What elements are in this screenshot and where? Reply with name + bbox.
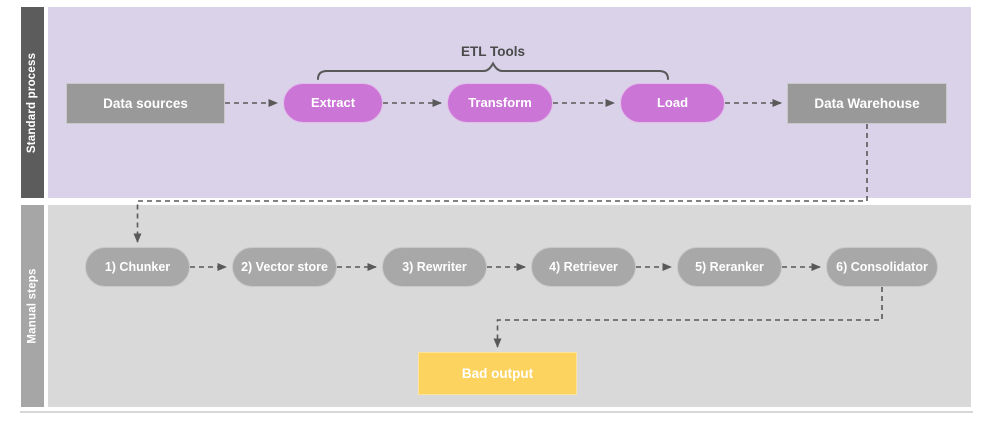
node-data-warehouse: Data Warehouse: [787, 83, 947, 124]
node-vector-store: 2) Vector store: [232, 247, 337, 287]
lane-header-standard-process: Standard process: [21, 7, 44, 198]
lane-label-standard-process: Standard process: [26, 52, 39, 153]
lane-label-manual-steps: Manual steps: [26, 268, 39, 344]
node-extract: Extract: [283, 83, 383, 123]
lane-header-manual-steps: Manual steps: [21, 205, 44, 407]
node-consolidator: 6) Consolidator: [826, 247, 938, 287]
node-transform: Transform: [447, 83, 553, 123]
node-rewriter: 3) Rewriter: [382, 247, 487, 287]
node-load: Load: [620, 83, 725, 123]
bottom-divider-line: [20, 411, 973, 413]
node-reranker: 5) Reranker: [677, 247, 782, 287]
node-data-sources: Data sources: [66, 83, 225, 124]
node-retriever: 4) Retriever: [531, 247, 636, 287]
node-chunker: 1) Chunker: [85, 247, 190, 287]
etl-tools-label: ETL Tools: [461, 44, 525, 59]
node-bad-output: Bad output: [418, 352, 577, 395]
